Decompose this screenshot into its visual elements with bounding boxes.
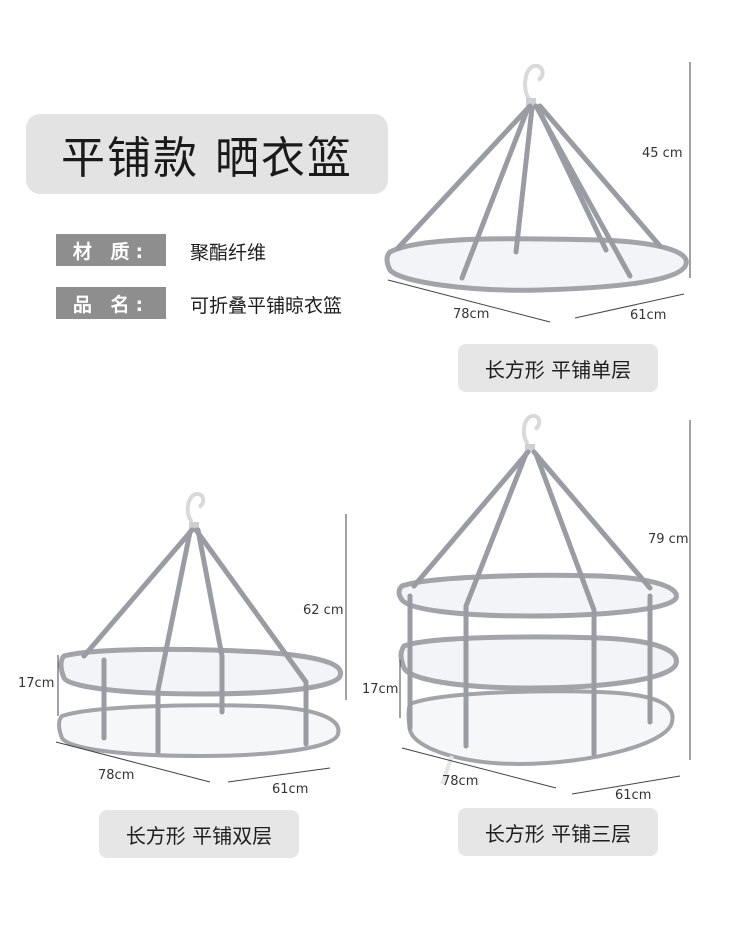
double-layer-basket — [57, 491, 344, 759]
material-label: 材 质: — [56, 234, 166, 266]
triple-layer-basket — [396, 413, 679, 785]
triple-length-label: 78cm — [442, 774, 479, 789]
triple-width-label: 61cm — [615, 788, 652, 803]
triple-height-label: 79 cm — [648, 532, 689, 547]
double-layer-gap-label: 17cm — [18, 676, 55, 691]
single-layer-basket — [384, 63, 689, 293]
caption-double-layer: 长方形 平铺双层 — [99, 810, 299, 858]
double-length-label: 78cm — [98, 768, 135, 783]
product-name-value: 可折叠平铺晾衣篮 — [190, 295, 343, 317]
double-width-label: 61cm — [272, 782, 309, 797]
double-height-label: 62 cm — [303, 603, 344, 618]
triple-layer-gap-label: 17cm — [362, 682, 399, 697]
caption-triple-layer: 长方形 平铺三层 — [458, 808, 658, 856]
material-value: 聚酯纤维 — [190, 242, 267, 264]
product-name-label: 品 名: — [56, 287, 166, 319]
single-length-label: 78cm — [453, 307, 490, 322]
single-height-label: 45 cm — [642, 146, 683, 161]
caption-single-layer: 长方形 平铺单层 — [458, 344, 658, 392]
title-banner: 平铺款 晒衣篮 — [26, 114, 388, 194]
single-width-label: 61cm — [630, 308, 667, 323]
page-title: 平铺款 晒衣篮 — [61, 133, 353, 184]
